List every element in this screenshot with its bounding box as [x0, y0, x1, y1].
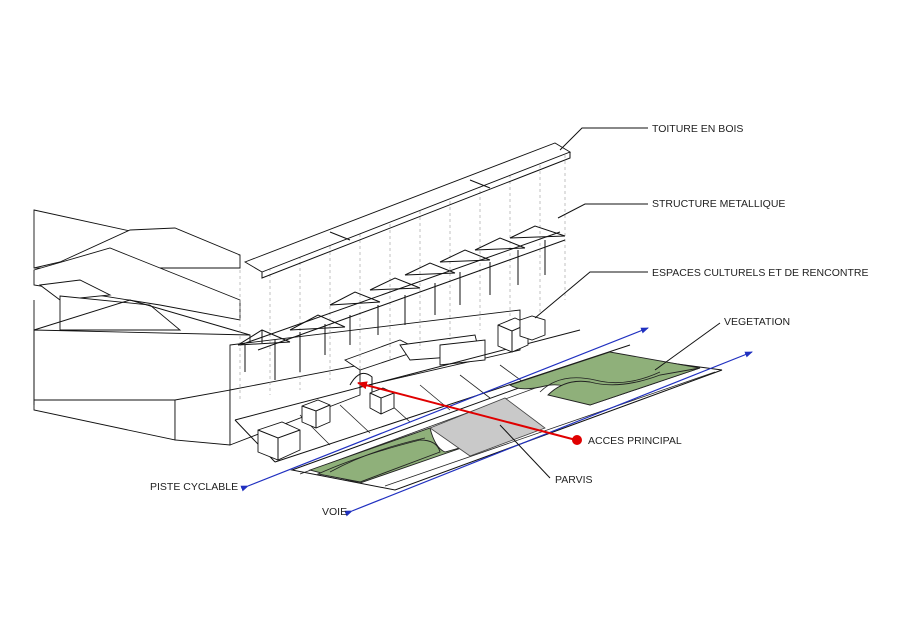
label-access: ACCES PRINCIPAL: [588, 435, 682, 447]
label-roof: TOITURE EN BOIS: [652, 123, 743, 135]
label-road: VOIE: [322, 506, 347, 518]
timber-roof: [243, 142, 572, 279]
label-parvis: PARVIS: [555, 474, 593, 486]
leader-lines: [499, 127, 721, 479]
label-bike-path: PISTE CYCLABLE: [150, 481, 238, 493]
label-structure: STRUCTURE METALLIQUE: [652, 198, 785, 210]
label-spaces: ESPACES CULTURELS ET DE RENCONTRE: [652, 267, 868, 279]
main-access-arrow: [357, 381, 582, 445]
existing-buildings: [33, 209, 251, 446]
label-vegetation: VEGETATION: [724, 316, 790, 328]
